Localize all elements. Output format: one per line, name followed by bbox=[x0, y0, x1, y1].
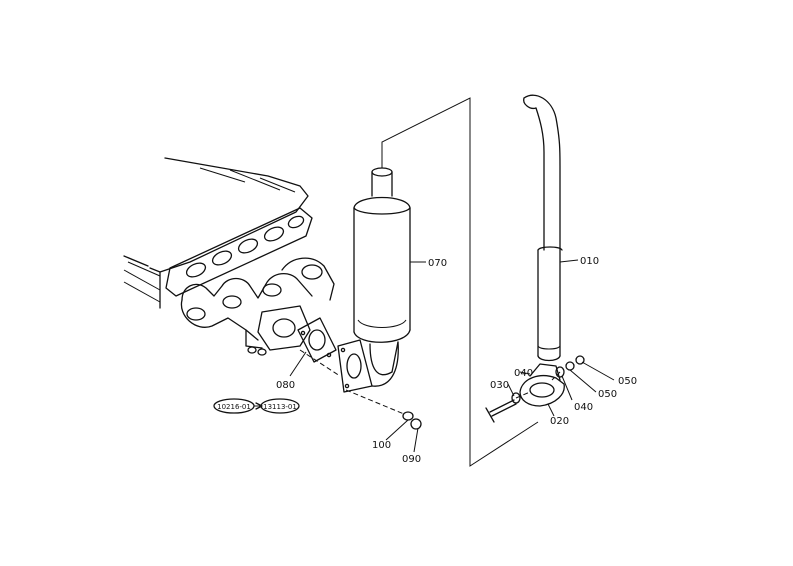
part-label-040-right: 040 bbox=[574, 402, 593, 413]
part-label-030: 030 bbox=[490, 380, 509, 391]
tail-pipe-010 bbox=[523, 94, 563, 362]
engine-block-and-manifold bbox=[123, 157, 335, 356]
part-label-010: 010 bbox=[580, 256, 599, 267]
part-label-040-left: 040 bbox=[514, 368, 533, 379]
clamp-020 bbox=[519, 363, 565, 407]
part-label-070: 070 bbox=[428, 258, 447, 269]
fasteners bbox=[402, 355, 585, 430]
arrow-icon bbox=[255, 402, 263, 410]
reference-callouts: 10216-01 13113-01 bbox=[213, 398, 300, 414]
part-labels: 070 010 080 100 090 030 040 020 040 050 … bbox=[276, 256, 637, 465]
gasket-080 bbox=[297, 317, 337, 363]
part-label-020: 020 bbox=[550, 416, 569, 427]
part-label-050-lower: 050 bbox=[598, 389, 617, 400]
ref-left-label: 10216-01 bbox=[217, 403, 251, 411]
part-label-100: 100 bbox=[372, 440, 391, 451]
part-label-050-upper: 050 bbox=[618, 376, 637, 387]
part-label-090: 090 bbox=[402, 454, 421, 465]
ref-bubble-right bbox=[260, 398, 300, 414]
muffler-070 bbox=[337, 167, 411, 393]
part-label-080: 080 bbox=[276, 380, 295, 391]
leader-lines bbox=[289, 97, 615, 467]
ref-right-label: 13113-01 bbox=[263, 403, 297, 411]
